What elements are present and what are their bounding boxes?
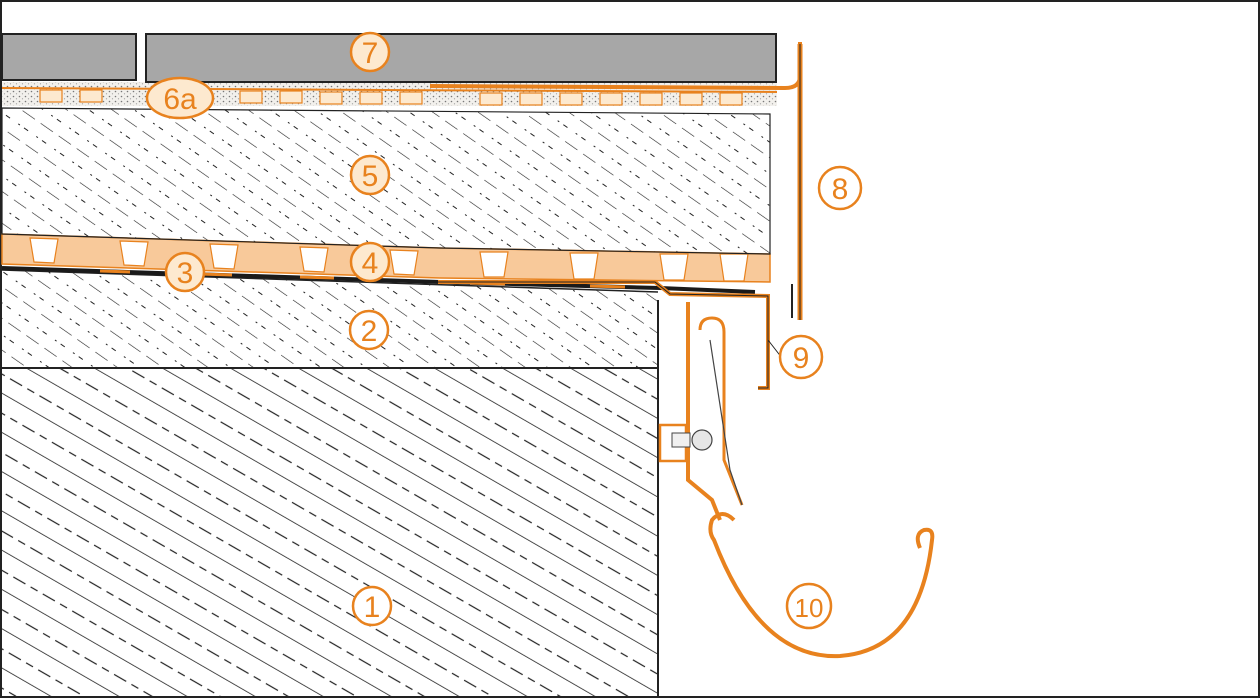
callout-2-label: 2 [361, 315, 378, 348]
slope-screed [2, 270, 658, 368]
callout-9: 9 [778, 334, 824, 380]
tile-main [145, 33, 777, 83]
drainage-mat-cells [29, 237, 749, 282]
callout-4: 4 [349, 241, 391, 283]
callout-7-label: 7 [362, 37, 379, 70]
callout-3: 3 [164, 251, 206, 293]
half-round-gutter [708, 512, 935, 659]
callout-4-label: 4 [362, 247, 379, 280]
callout-8: 8 [817, 165, 863, 211]
callout-5-label: 5 [362, 160, 379, 193]
callout-3-label: 3 [177, 257, 194, 290]
callout-6a: 6a [145, 76, 215, 120]
callout-10: 10 [785, 582, 833, 630]
callout-6a-label: 6a [163, 83, 197, 116]
callout-1-label: 1 [364, 591, 381, 624]
callout-7: 7 [349, 31, 391, 73]
callout-2: 2 [348, 309, 390, 351]
callout-8-label: 8 [832, 173, 849, 206]
callout-1: 1 [351, 585, 393, 627]
tile-left [1, 33, 137, 81]
gutter-bracket [658, 302, 744, 521]
callout-5: 5 [349, 154, 391, 196]
callout-10-label: 10 [795, 593, 824, 623]
callout-9-label: 9 [793, 342, 810, 375]
uncoupling-mat-cells [39, 89, 743, 106]
concrete-slab [2, 368, 658, 696]
